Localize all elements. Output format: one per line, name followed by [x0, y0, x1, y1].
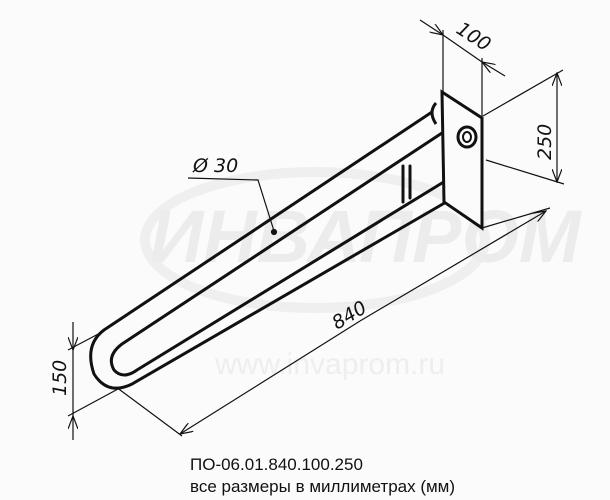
rail-inner-edge: [109, 131, 462, 377]
dimension-plate-height: [482, 69, 565, 185]
dimension-rail-spacing-label: 150: [49, 360, 71, 396]
rail-outer-edge: [89, 110, 469, 390]
wall-plate: [430, 89, 484, 231]
watermark: ИНВАПРОМ www.invaprom.ru: [140, 167, 582, 381]
article-number: ПО-06.01.840.100.250: [190, 455, 363, 474]
dimension-depth: [419, 19, 506, 118]
units-note: все размеры в миллиметрах (мм): [190, 477, 456, 496]
dimension-rail-spacing: [67, 322, 119, 440]
dimension-length: [115, 207, 551, 437]
diameter-label: Ø 30: [192, 155, 238, 177]
dimension-depth-label: 100: [452, 18, 494, 56]
watermark-swoosh: [140, 167, 490, 313]
dimension-plate-height-label: 250: [534, 124, 556, 160]
mount-hole: [456, 125, 478, 149]
watermark-brand: ИНВАПРОМ: [150, 195, 582, 278]
diameter-leader: [187, 177, 278, 236]
watermark-url: www.invaprom.ru: [214, 348, 445, 381]
